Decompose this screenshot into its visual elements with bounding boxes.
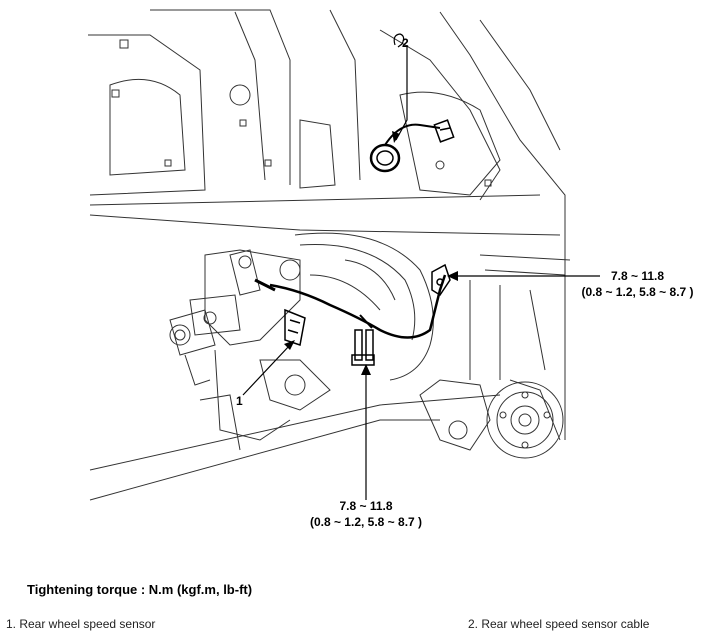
brake-backing-plate — [294, 232, 434, 381]
torque-alt-bottom: (0.8 ~ 1.2, 5.8 ~ 8.7 ) — [309, 515, 423, 529]
leader-line-1 — [242, 344, 291, 396]
cable-grommet — [369, 143, 401, 173]
legend-item-2: 2. Rear wheel speed sensor cable — [468, 617, 650, 631]
arrowhead-torque-right — [447, 271, 458, 281]
torque-value-right: 7.8 ~ 11.8 — [610, 269, 665, 283]
arrowhead-torque-bottom — [361, 364, 371, 375]
wheel-speed-sensor — [284, 308, 375, 366]
callout-1: 1 — [236, 394, 243, 408]
brake-drum — [486, 381, 564, 459]
callout-2: 2 — [402, 36, 409, 50]
mounting-bolt-lower — [354, 329, 374, 361]
arrowhead-2 — [392, 131, 400, 143]
arrowhead-1 — [284, 340, 295, 350]
cable-connector — [433, 119, 455, 143]
torque-alt-right: (0.8 ~ 1.2, 5.8 ~ 8.7 ) — [581, 285, 694, 299]
mounting-bolt-right — [431, 263, 451, 297]
lower-arm — [89, 349, 561, 501]
rear-wheel-speed-sensor-diagram: 2 1 — [88, 9, 600, 501]
tightening-torque-note: Tightening torque : N.m (kgf.m, lb-ft) — [27, 582, 253, 597]
body-frame — [88, 9, 571, 440]
leader-line-2 — [395, 45, 408, 141]
torque-spec-right: 7.8 ~ 11.8 (0.8 ~ 1.2, 5.8 ~ 8.7 ) — [570, 268, 705, 300]
torque-value-bottom: 7.8 ~ 11.8 — [339, 499, 393, 513]
torque-spec-bottom: 7.8 ~ 11.8 (0.8 ~ 1.2, 5.8 ~ 8.7 ) — [296, 498, 436, 530]
legend-item-1: 1. Rear wheel speed sensor — [6, 617, 156, 631]
knuckle-assembly — [169, 249, 301, 386]
clip-icon — [393, 33, 405, 48]
